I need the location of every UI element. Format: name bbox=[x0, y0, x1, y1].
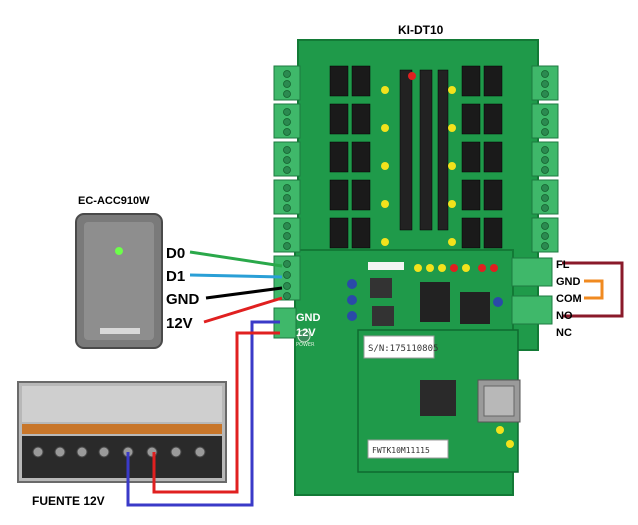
daughter-board bbox=[357, 329, 521, 473]
com-jumper-wire bbox=[584, 279, 604, 300]
reader-led-icon bbox=[115, 247, 123, 255]
controller-board: S/N:175110805 FWTK10M11115 POWER bbox=[273, 39, 559, 496]
lock-terminal-nc: NC bbox=[556, 327, 572, 339]
wire-psu-negative bbox=[126, 320, 280, 507]
relays-left bbox=[329, 65, 371, 249]
wire-psu-positive bbox=[152, 331, 280, 494]
board-title: KI-DT10 bbox=[398, 23, 444, 37]
label-gnd: GND bbox=[166, 291, 200, 308]
wire-12v bbox=[203, 296, 283, 324]
lower-components bbox=[297, 262, 503, 343]
label-d1: D1 bbox=[166, 268, 185, 285]
lock-terminal-gnd: GND bbox=[556, 276, 581, 288]
wire-d1 bbox=[189, 273, 283, 279]
power-supply bbox=[17, 381, 227, 483]
lock-terminal-no: NO bbox=[556, 310, 573, 322]
lock-loop-wire bbox=[562, 261, 624, 318]
card-reader bbox=[75, 213, 163, 349]
terminal-screws bbox=[283, 70, 549, 300]
power-12v-label: 12V bbox=[296, 327, 316, 339]
status-leds bbox=[381, 72, 498, 272]
psu-title: FUENTE 12V bbox=[32, 494, 105, 508]
power-wires bbox=[126, 320, 280, 507]
wire-d0 bbox=[189, 250, 283, 268]
wire-gnd bbox=[205, 286, 283, 300]
label-d0: D0 bbox=[166, 245, 185, 262]
lock-wiring bbox=[562, 261, 624, 318]
label-12v: 12V bbox=[166, 315, 193, 332]
relays-right bbox=[461, 65, 503, 249]
firmware-sticker: FWTK10M11115 bbox=[372, 446, 430, 455]
reader-wires bbox=[189, 250, 283, 324]
reader-title: EC-ACC910W bbox=[78, 195, 150, 207]
center-chips bbox=[399, 69, 449, 231]
power-gnd-label: GND bbox=[296, 312, 321, 324]
lock-terminal-com: COM bbox=[556, 293, 582, 305]
power-label: POWER bbox=[296, 342, 315, 348]
serial-number: S/N:175110805 bbox=[368, 344, 438, 354]
lock-terminal-fl: FL bbox=[556, 259, 570, 271]
